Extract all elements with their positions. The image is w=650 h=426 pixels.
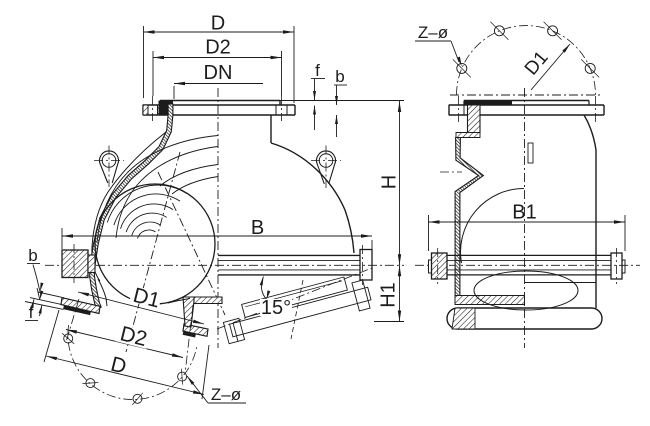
svg-text:H: H: [379, 175, 401, 189]
svg-text:D2: D2: [205, 37, 231, 59]
svg-text:Z–ø: Z–ø: [418, 23, 448, 42]
svg-text:f: f: [315, 61, 320, 80]
svg-text:D: D: [211, 13, 225, 35]
svg-text:DN: DN: [204, 62, 233, 84]
svg-text:15°: 15°: [261, 297, 291, 319]
svg-text:f: f: [29, 303, 34, 322]
svg-text:b: b: [335, 67, 344, 86]
svg-text:B1: B1: [512, 202, 536, 224]
svg-text:Z–ø: Z–ø: [211, 385, 241, 404]
svg-text:b: b: [28, 246, 37, 265]
svg-text:D: D: [108, 353, 128, 379]
svg-text:B: B: [251, 217, 264, 239]
svg-text:H1: H1: [378, 282, 400, 308]
